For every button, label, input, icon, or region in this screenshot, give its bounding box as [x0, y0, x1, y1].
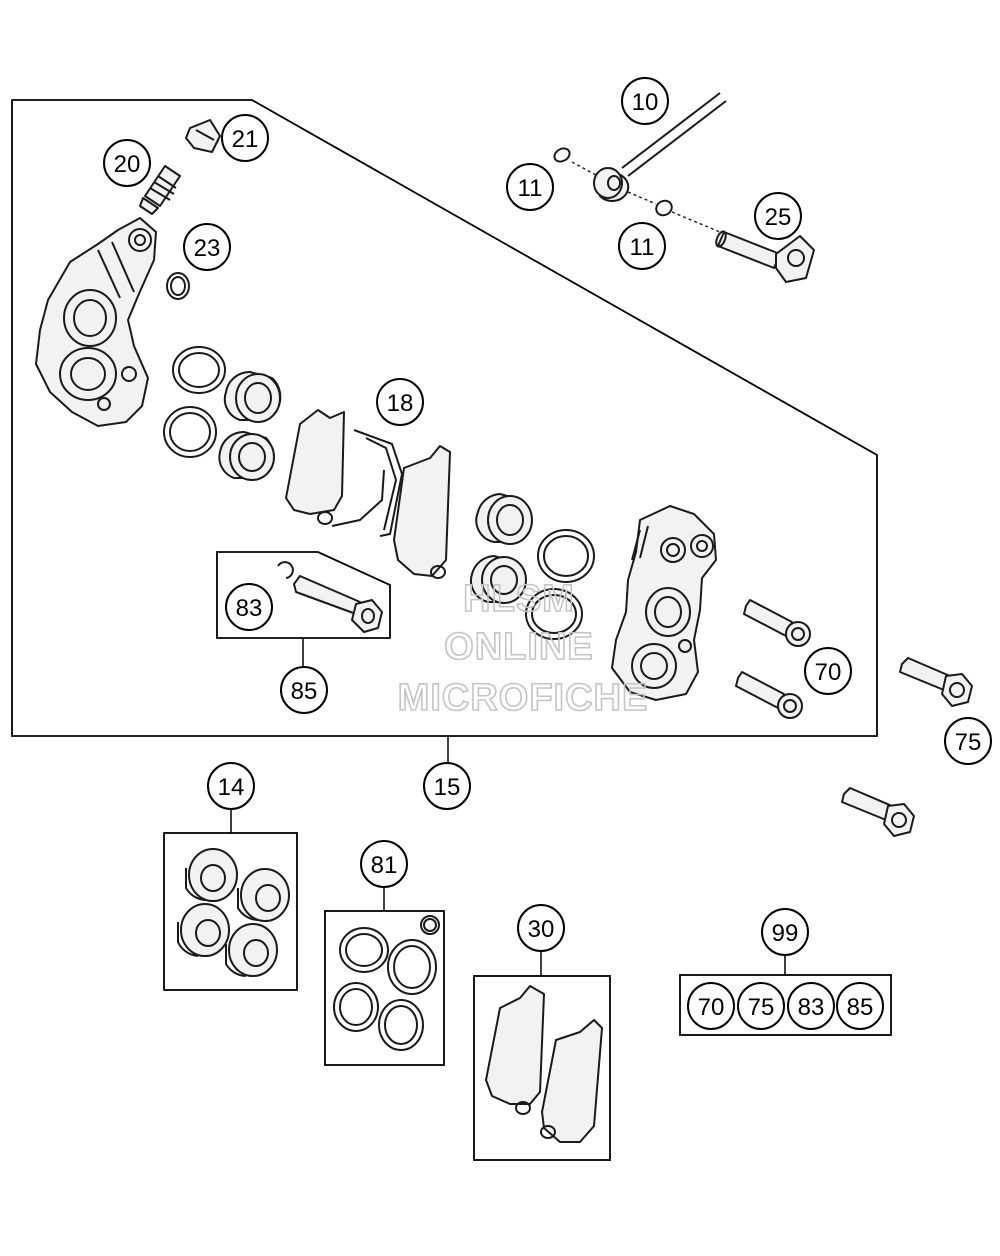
callout-85-label: 85	[291, 678, 318, 705]
pistons-right	[470, 493, 533, 604]
watermark-line-3: MICROFICHE	[398, 677, 649, 719]
kit-pistons	[177, 848, 290, 977]
callout-23-label: 23	[194, 235, 221, 262]
mounting-bolt-70-upper	[743, 599, 811, 647]
callout-99-label: 99	[772, 920, 799, 947]
watermark-line-2: ONLINE	[444, 626, 594, 668]
callout-11-upper[interactable]: 11	[506, 163, 554, 211]
callout-18[interactable]: 18	[376, 378, 424, 426]
kit99-item-3-label: 83	[798, 994, 825, 1021]
callout-30[interactable]: 30	[517, 904, 565, 952]
callout-21-label: 21	[232, 126, 259, 153]
piston-seals-right	[525, 529, 595, 640]
callout-15-label: 15	[434, 774, 461, 801]
kit99-item-1[interactable]: 70	[687, 982, 735, 1030]
callout-25[interactable]: 25	[754, 192, 802, 240]
callout-10[interactable]: 10	[621, 77, 669, 125]
callout-11-lower-label: 11	[630, 234, 655, 261]
callout-85[interactable]: 85	[280, 666, 328, 714]
kit99-item-1-label: 70	[698, 994, 725, 1021]
kit99-item-4[interactable]: 85	[836, 982, 884, 1030]
kit99-item-2[interactable]: 75	[737, 982, 785, 1030]
brake-pad-outer	[393, 445, 451, 579]
callout-70[interactable]: 70	[804, 647, 852, 695]
caliper-assembly-frame	[11, 99, 878, 737]
mounting-bolt-70-lower	[735, 671, 803, 719]
callout-99[interactable]: 99	[761, 908, 809, 956]
brake-pad-inner	[285, 409, 345, 525]
brake-pad-kit-frame	[473, 975, 611, 1161]
callout-81[interactable]: 81	[360, 840, 408, 888]
callout-11-lower[interactable]: 11	[618, 222, 666, 270]
pad-spring	[331, 429, 403, 537]
pin-clip	[277, 561, 294, 579]
callout-18-label: 18	[387, 390, 414, 417]
pistons-left	[218, 370, 282, 481]
mounting-bolt-75-lower	[841, 787, 915, 837]
banjo-bolt	[715, 230, 815, 283]
callout-14[interactable]: 14	[207, 762, 255, 810]
bleed-screw	[139, 165, 181, 215]
callout-10-label: 10	[632, 89, 659, 116]
callout-15[interactable]: 15	[423, 762, 471, 810]
caliper-o-ring	[166, 272, 190, 300]
callout-20-label: 20	[114, 151, 141, 178]
kit-brake-pads	[485, 985, 603, 1143]
watermark-line-1: HLSM	[463, 578, 575, 620]
callout-11-upper-label: 11	[518, 175, 543, 202]
mounting-bolt-75-upper	[899, 657, 973, 707]
callout-70-label: 70	[815, 659, 842, 686]
pin-kit-frame	[216, 551, 391, 639]
caliper-pin	[293, 575, 383, 633]
kit-seals	[333, 915, 440, 1051]
callout-21[interactable]: 21	[221, 114, 269, 162]
piston-seals-left	[163, 346, 226, 458]
callout-25-label: 25	[765, 204, 792, 231]
brake-hose	[593, 92, 727, 202]
banjo-washer-upper	[553, 147, 597, 176]
callout-30-label: 30	[528, 916, 555, 943]
watermark: HLSM ONLINE MICROFICHE	[397, 577, 649, 720]
banjo-washer-lower	[627, 191, 721, 233]
callout-83[interactable]: 83	[225, 583, 273, 631]
caliper-half-outer	[35, 217, 157, 427]
callout-75-label: 75	[955, 729, 982, 756]
callout-81-label: 81	[371, 852, 398, 879]
callout-20[interactable]: 20	[103, 139, 151, 187]
kit99-item-4-label: 85	[847, 994, 874, 1021]
kit99-item-3[interactable]: 83	[787, 982, 835, 1030]
callout-75[interactable]: 75	[944, 717, 992, 765]
callout-83-label: 83	[236, 595, 263, 622]
callout-14-label: 14	[218, 774, 245, 801]
caliper-half-inner	[611, 505, 717, 701]
kit99-item-2-label: 75	[748, 994, 775, 1021]
bleed-screw-cap	[185, 119, 221, 153]
callout-23[interactable]: 23	[183, 223, 231, 271]
